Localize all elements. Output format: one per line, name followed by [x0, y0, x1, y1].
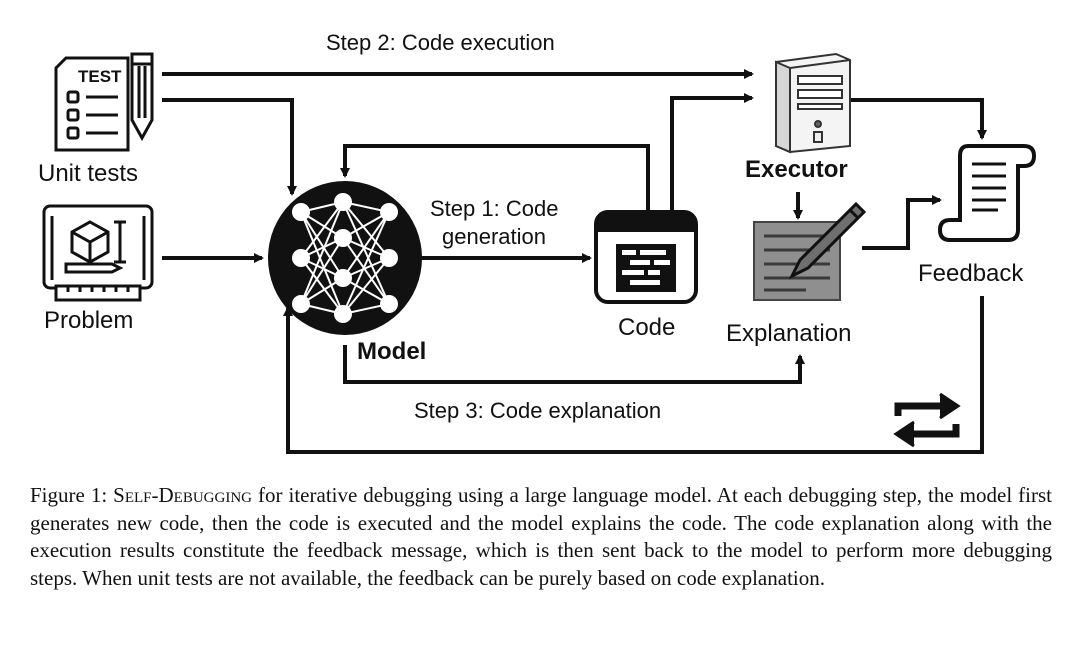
unit-tests-icon-text: TEST — [78, 67, 122, 86]
code-label: Code — [618, 314, 676, 341]
nn-node — [380, 203, 398, 221]
executor-label: Executor — [745, 156, 848, 183]
connector-arrows — [162, 69, 987, 454]
feedback-label: Feedback — [918, 260, 1024, 287]
nn-edge — [300, 237, 344, 305]
nn-edge — [342, 201, 390, 305]
figure-caption: Figure 1: Self-Debugging for iterative d… — [30, 482, 1052, 592]
caption-method-name: Self-Debugging — [113, 483, 253, 507]
arrow-model-to-explanation — [343, 345, 805, 384]
nn-node — [334, 193, 352, 211]
model-label: Model — [357, 338, 427, 365]
nn-edge — [300, 201, 344, 305]
explanation-label: Explanation — [726, 320, 852, 347]
nn-edge — [342, 201, 390, 259]
step1-label-line2: generation — [442, 224, 546, 249]
problem-blueprint-icon — [42, 204, 154, 302]
caption-prefix: Figure 1: — [30, 483, 114, 507]
nn-node — [292, 295, 310, 313]
arrow-code-to-executor — [670, 93, 754, 210]
step2-label: Step 2: Code execution — [326, 30, 555, 55]
feedback-scroll-icon — [937, 144, 1037, 242]
nn-edge — [342, 211, 390, 279]
nn-node — [334, 229, 352, 247]
nn-edge — [342, 237, 390, 305]
step3-label: Step 3: Code explanation — [414, 398, 662, 423]
nn-node — [380, 295, 398, 313]
nn-node — [334, 305, 352, 323]
problem-label: Problem — [44, 307, 134, 334]
nn-edge — [300, 211, 344, 315]
caption-text: for iterative debugging using a large la… — [30, 483, 1052, 590]
arrow-explanation-to-feedback — [862, 195, 942, 250]
nn-node — [292, 249, 310, 267]
unit-tests-icon: TEST — [54, 52, 154, 152]
nn-node — [292, 203, 310, 221]
unit-tests-label: Unit tests — [38, 160, 139, 187]
nn-edge — [342, 257, 390, 315]
repeat-loop-icon — [893, 392, 961, 448]
nn-edge — [300, 201, 344, 259]
arrow-tests-to-model — [162, 98, 297, 196]
nn-node — [380, 249, 398, 267]
nn-node — [334, 269, 352, 287]
nn-edge — [300, 257, 344, 315]
explanation-notepad-icon — [753, 201, 867, 301]
arrow-feedback-to-model — [283, 296, 984, 454]
self-debugging-diagram: TEST — [38, 30, 1037, 454]
arrow-executor-to-feedback — [848, 98, 987, 140]
step1-label-line1: Step 1: Code — [430, 196, 559, 221]
executor-computer-icon — [775, 52, 851, 154]
nn-edge — [342, 211, 390, 315]
model-neural-network-icon — [268, 181, 422, 335]
code-window-icon — [594, 210, 698, 304]
arrow-code-to-model — [340, 144, 650, 210]
nn-edge — [300, 211, 344, 279]
